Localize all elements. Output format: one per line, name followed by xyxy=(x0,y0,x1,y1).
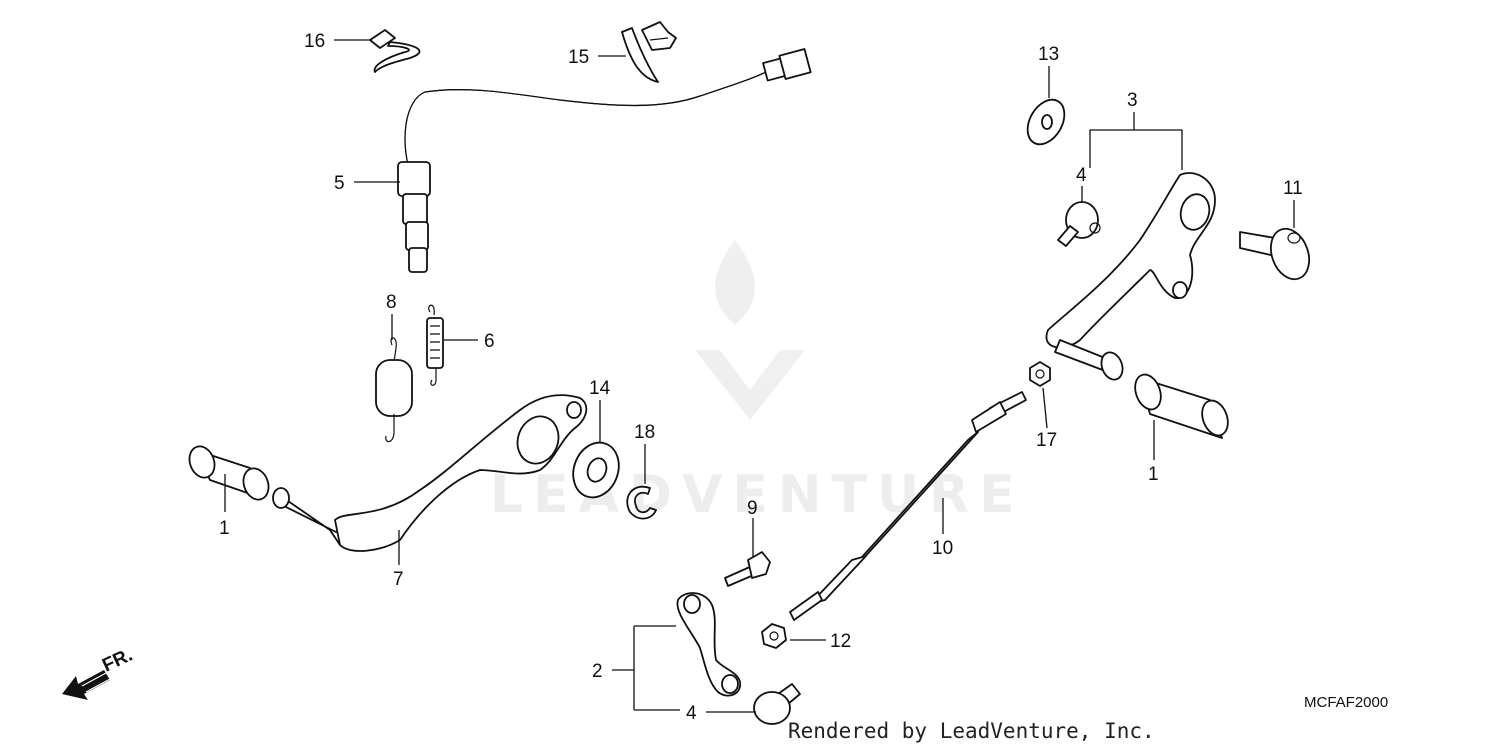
part-11-bolt xyxy=(1239,227,1311,281)
callout-5: 5 xyxy=(334,173,345,194)
callout-2: 2 xyxy=(592,661,603,682)
callout-17: 17 xyxy=(1036,430,1057,451)
callout-18: 18 xyxy=(634,422,655,443)
callout-13: 13 xyxy=(1038,44,1059,65)
diagram-code: MCFAF2000 xyxy=(1304,694,1388,711)
part-13-washer xyxy=(1026,98,1066,146)
callout-6: 6 xyxy=(484,331,495,352)
part-4-lower-joint xyxy=(753,683,801,725)
part-6-spring xyxy=(426,304,444,386)
part-7-brake-pedal xyxy=(272,394,588,552)
callout-1-right: 1 xyxy=(1148,464,1159,485)
callout-12: 12 xyxy=(830,631,851,652)
watermark-flame-icon xyxy=(715,240,755,325)
callout-1-left: 1 xyxy=(219,518,230,539)
callout-9: 9 xyxy=(747,498,758,519)
callout-labels: 16 15 5 8 6 14 18 1 7 9 10 2 4 12 13 3 4… xyxy=(219,31,1303,724)
callout-7: 7 xyxy=(393,569,404,590)
part-2-shift-arm xyxy=(676,592,741,697)
callout-11: 11 xyxy=(1283,178,1303,199)
part-17-nut xyxy=(1029,361,1051,387)
part-5-switch xyxy=(397,48,812,273)
part-1-right-rubber xyxy=(1134,373,1229,439)
callout-4-upper: 4 xyxy=(1076,165,1087,186)
part-8-spring xyxy=(375,337,413,443)
callout-10: 10 xyxy=(932,538,953,559)
part-15-clamp xyxy=(621,21,677,83)
part-4-upper-joint xyxy=(1057,201,1101,247)
part-10-tie-rod xyxy=(789,391,1027,621)
watermark-v-icon xyxy=(695,350,805,420)
leader-lines xyxy=(224,39,1295,713)
callout-14: 14 xyxy=(589,378,611,399)
part-14-washer xyxy=(572,441,620,499)
part-12-nut xyxy=(761,623,787,649)
callout-15: 15 xyxy=(568,47,589,68)
callout-8: 8 xyxy=(386,292,397,313)
watermark: LEADVENTURE xyxy=(490,240,1015,525)
part-9-bolt xyxy=(724,551,771,587)
callout-3: 3 xyxy=(1127,90,1138,111)
part-16-clamp xyxy=(369,29,421,73)
front-direction-indicator: FR. xyxy=(62,645,136,700)
part-3-shift-pedal xyxy=(1045,172,1216,381)
render-credit: Rendered by LeadVenture, Inc. xyxy=(788,719,1155,743)
part-1-left-rubber xyxy=(188,445,270,501)
callout-16: 16 xyxy=(304,31,325,52)
callout-4-lower: 4 xyxy=(686,703,697,724)
part-18-circlip xyxy=(626,485,657,520)
